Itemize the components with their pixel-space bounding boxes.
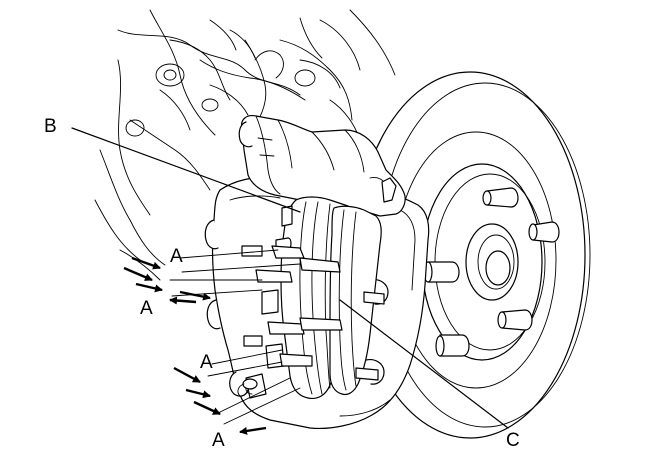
callout-label-a: A — [170, 246, 183, 267]
leader-line-b — [71, 127, 301, 213]
wheel-hub — [465, 223, 519, 301]
leader-line-c — [339, 299, 509, 429]
arrow-a — [173, 366, 201, 384]
steering-knuckle-background — [94, 9, 396, 281]
brake-pad-outer — [329, 205, 382, 396]
arrow-a — [179, 290, 211, 301]
arrow-a — [169, 296, 197, 305]
caliper-body — [238, 115, 406, 217]
callout-label-a: A — [212, 430, 225, 451]
wheel-stud — [528, 221, 560, 243]
arrow-a — [185, 388, 211, 399]
wheel-studs — [423, 187, 560, 357]
callout-label-a: A — [200, 352, 213, 373]
arrow-a — [123, 266, 153, 282]
wheel-stud — [482, 187, 519, 208]
callout-label-c: C — [506, 430, 520, 451]
grease-point-arrows — [123, 256, 267, 435]
callout-label-a: A — [140, 298, 153, 319]
arrow-a — [135, 282, 163, 293]
wheel-stud — [423, 261, 460, 283]
arrow-a — [131, 256, 161, 270]
arrow-a — [193, 400, 221, 416]
callout-label-b: B — [44, 116, 57, 137]
callout-labels: B A A A A C — [44, 116, 520, 451]
slide-pin — [237, 378, 258, 397]
wheel-stud — [435, 334, 470, 357]
leader-lines — [71, 127, 509, 429]
arrow-a — [239, 426, 267, 435]
wheel-stud — [497, 309, 533, 331]
